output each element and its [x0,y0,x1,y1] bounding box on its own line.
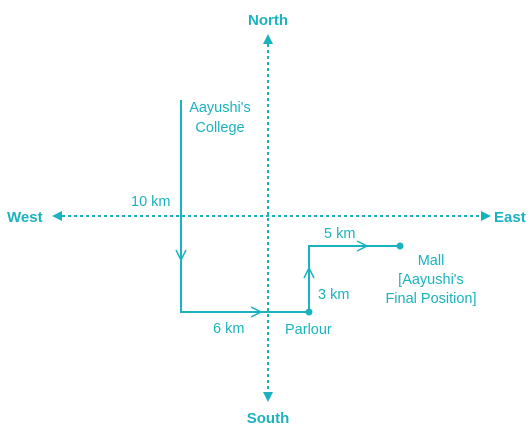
west-label: West [7,209,43,226]
leg4-east-arrow [356,240,369,252]
leg1-distance-label: 10 km [131,194,171,210]
leg2-east-arrow [250,306,263,318]
leg3-distance-label: 3 km [318,287,349,303]
mall-point [396,242,404,250]
parlour-label: Parlour [285,322,332,338]
compass-arrowheads [52,34,491,402]
south-arrowhead [263,392,273,402]
mall-label-line1: Mall [418,253,445,269]
college-label-line2: College [195,120,244,136]
leg2-distance-label: 6 km [213,321,244,337]
mall-label-line3: Final Position] [385,291,476,307]
route-direction-arrows [175,240,369,318]
north-arrowhead [263,34,273,44]
leg4-distance-label: 5 km [324,226,355,242]
leg1-south-arrow [175,249,187,262]
south-label: South [247,410,290,427]
east-arrowhead [481,211,491,221]
mall-label-line2: [Aayushi's [398,272,464,288]
west-arrowhead [52,211,62,221]
parlour-point [305,308,313,316]
college-label-line1: Aayushi's [189,100,251,116]
north-label: North [248,12,288,29]
leg3-north-arrow [303,266,315,279]
compass-axes [62,44,481,392]
east-label: East [494,209,526,226]
